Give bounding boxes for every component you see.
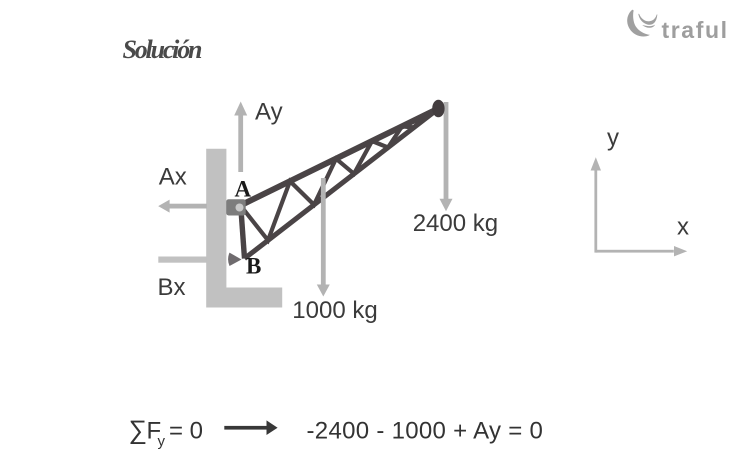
- svg-text:A: A: [235, 177, 252, 202]
- svg-text:1000 kg: 1000 kg: [292, 297, 377, 324]
- svg-text:Ax: Ax: [159, 163, 187, 190]
- svg-text:y: y: [158, 433, 166, 450]
- svg-text:F: F: [147, 418, 162, 445]
- svg-text:∑: ∑: [129, 415, 148, 445]
- svg-text:Bx: Bx: [158, 274, 186, 301]
- svg-text:B: B: [246, 254, 261, 279]
- svg-text:2400 kg: 2400 kg: [413, 210, 498, 237]
- svg-text:y: y: [607, 125, 619, 152]
- svg-text:Solución: Solución: [123, 35, 203, 64]
- svg-text:x: x: [677, 214, 689, 241]
- svg-text:= 0: = 0: [169, 418, 203, 445]
- svg-text:traful: traful: [662, 17, 729, 43]
- svg-text:Ay: Ay: [255, 99, 283, 126]
- svg-text:-2400 - 1000 + Ay = 0: -2400 - 1000 + Ay = 0: [307, 418, 544, 445]
